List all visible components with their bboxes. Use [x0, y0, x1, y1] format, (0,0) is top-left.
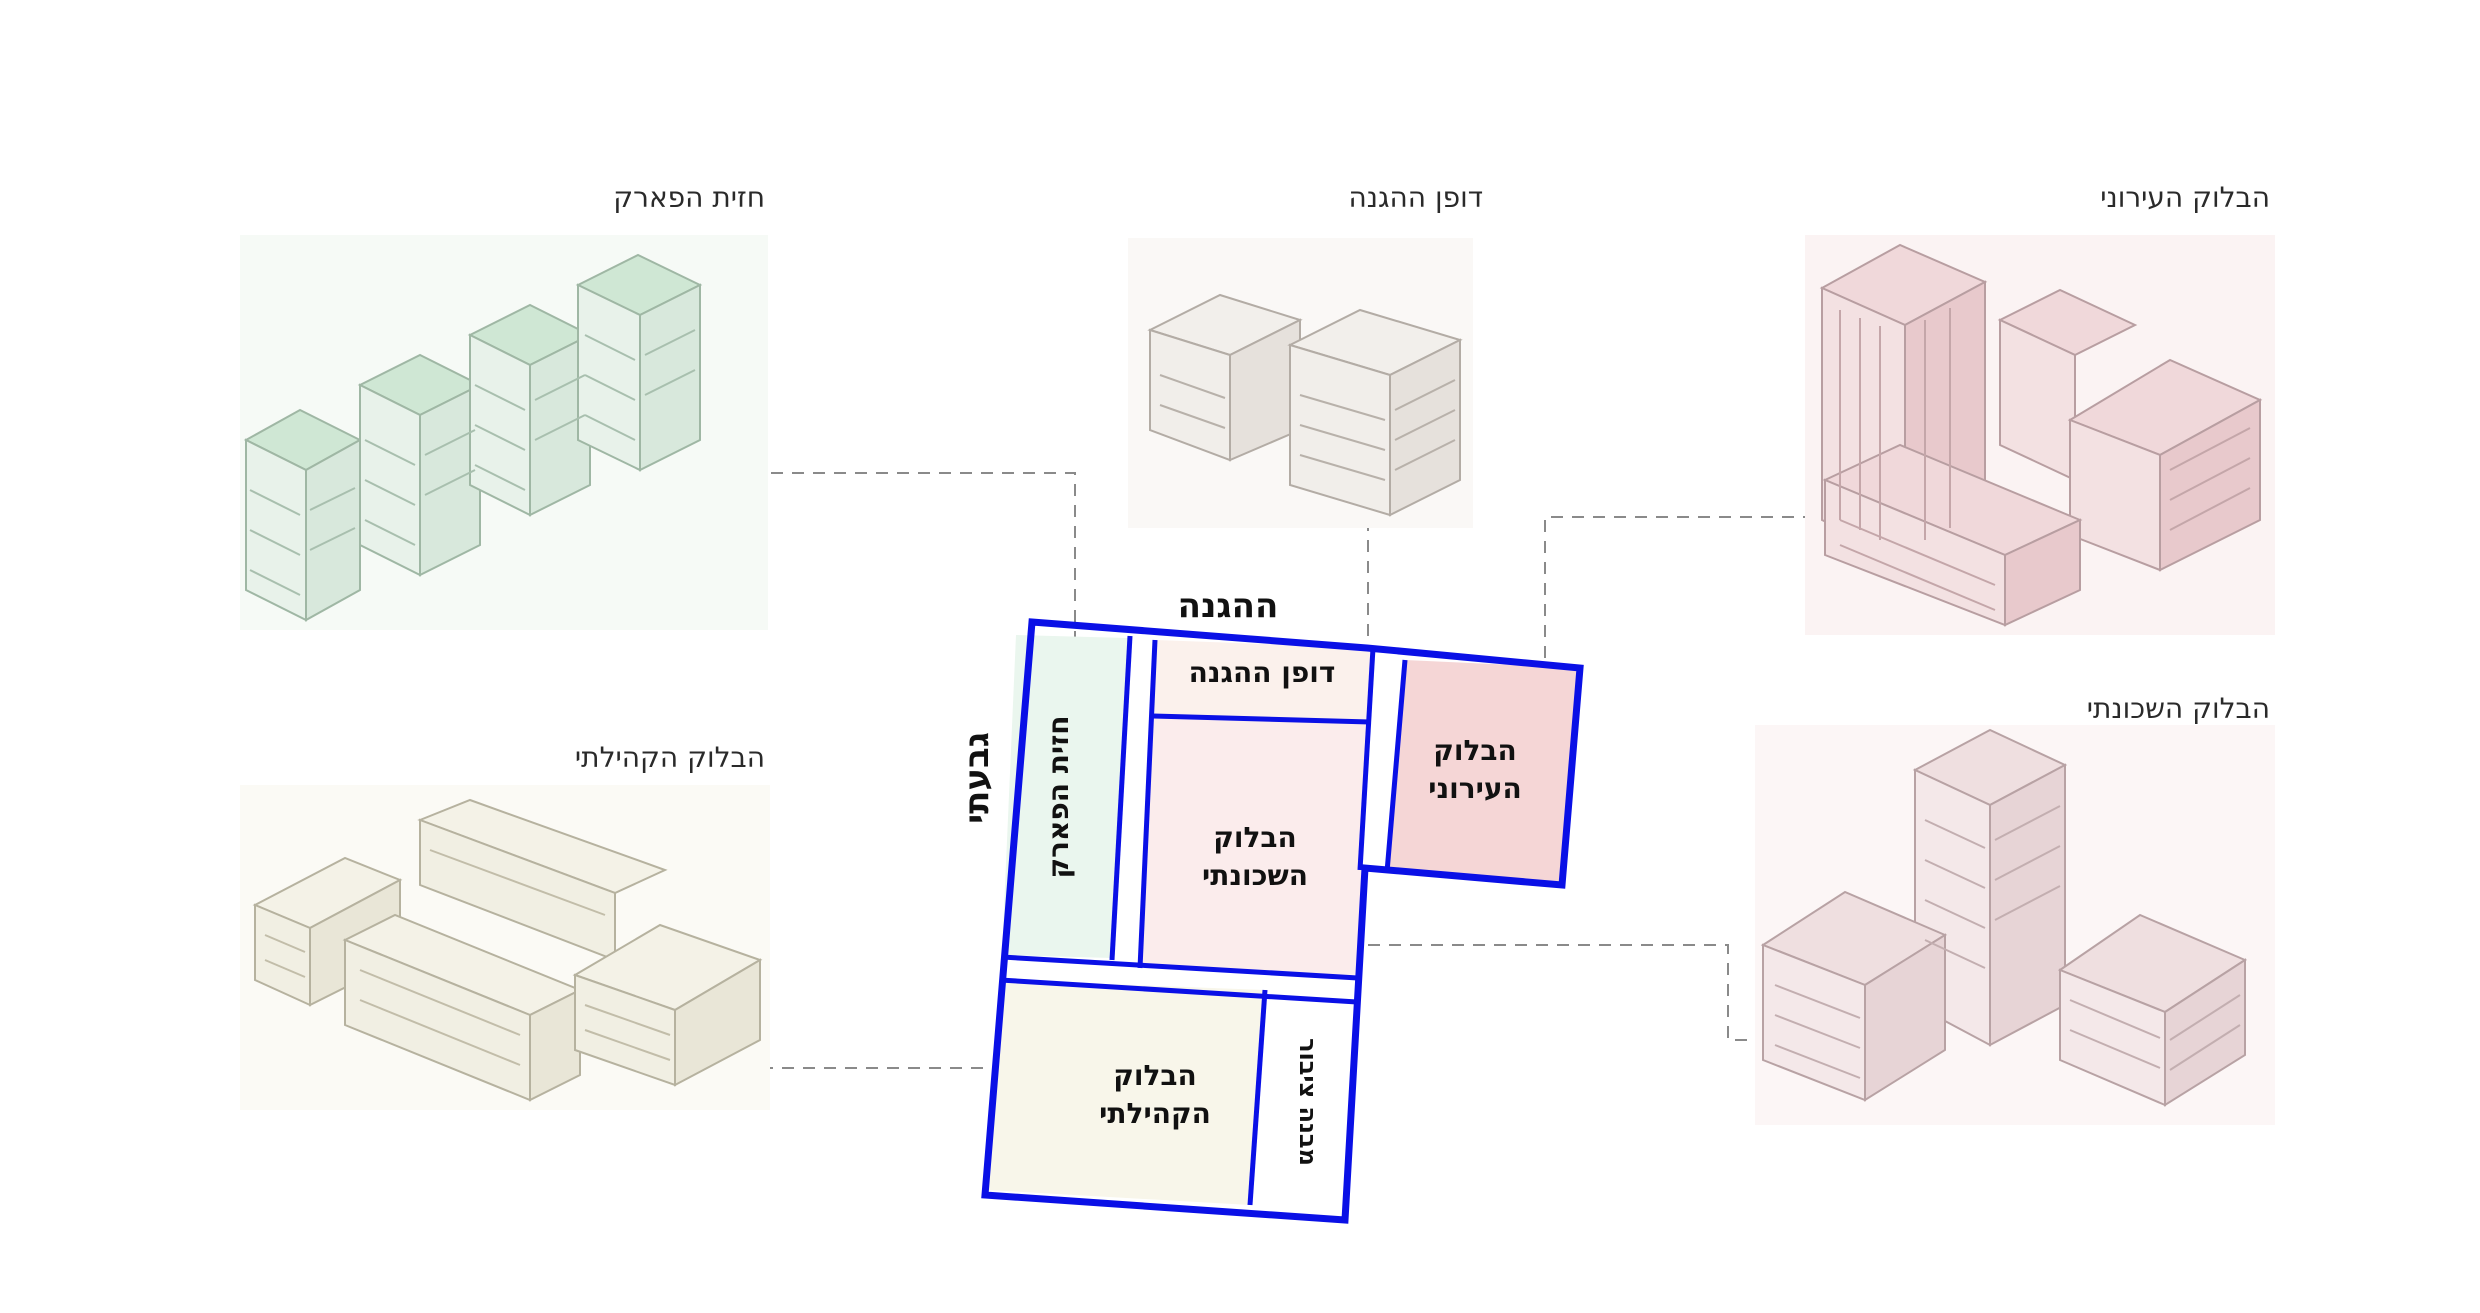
urban-mid — [1997, 288, 2138, 482]
connector-neighborhood-block — [1305, 944, 1800, 1041]
haganah-block-1 — [1147, 293, 1303, 462]
park-tower-4 — [575, 253, 703, 472]
building-haganah-edge — [1128, 238, 1473, 528]
caption-community-block: הבלוק הקהילתי — [575, 741, 765, 774]
haganah-block-2 — [1287, 308, 1463, 517]
zone-public-building — [1250, 990, 1355, 1213]
caption-urban-block: הבלוק העירוני — [2100, 181, 2270, 214]
zone-community-block — [987, 980, 1265, 1205]
caption-neighborhood-block: הבלוק השכונתי — [2087, 692, 2270, 725]
building-community-block — [240, 785, 770, 1110]
plan-label-park-front: חזית הפארק — [1042, 715, 1075, 878]
connector-park-front — [645, 472, 1076, 640]
zone-neighborhood-block — [1140, 716, 1370, 975]
plan-label-community-line1: הבלוק — [1113, 1059, 1196, 1092]
community-wing-right — [572, 923, 763, 1087]
zone-haganah-edge — [1153, 640, 1373, 722]
haganah-edge-windows — [1159, 374, 1456, 481]
park-front-balconies — [249, 329, 696, 596]
park-tower-2 — [357, 353, 483, 577]
community-block-windows — [264, 849, 671, 1066]
site-outline — [981, 618, 1584, 1224]
plan-label-urban-line2: העירוני — [1428, 772, 1522, 805]
urban-right — [2067, 358, 2263, 572]
zone-urban-block — [1387, 660, 1580, 883]
zone-park-front — [1002, 635, 1128, 958]
site-internal-lines — [999, 635, 1408, 1206]
plan-label-community-line2: הקהילתי — [1099, 1097, 1211, 1130]
caption-park-front: חזית הפארק — [613, 181, 765, 214]
plan-label-public-building: מבנה ציבור — [1294, 1038, 1322, 1166]
urban-block-facade-lines — [1839, 308, 2251, 611]
plan-label-urban-line1: הבלוק — [1433, 734, 1516, 767]
building-park-front — [240, 235, 768, 630]
neighborhood-block-windows — [1774, 805, 2241, 1079]
building-neighborhood-block — [1755, 725, 2275, 1125]
plan-label-neighborhood-line2: השכונתי — [1202, 859, 1308, 892]
street-left-label: גבעתי — [957, 732, 997, 824]
park-tower-1 — [243, 408, 363, 622]
neighborhood-right — [2057, 913, 2248, 1107]
community-wing-front — [342, 913, 583, 1102]
street-top-label: ההגנה — [1178, 586, 1279, 626]
plan-label-haganah-edge: דופן ההגנה — [1189, 656, 1336, 689]
plan-label-neighborhood-line1: הבלוק — [1213, 821, 1296, 854]
park-tower-3 — [467, 303, 593, 517]
neighborhood-left — [1760, 890, 1948, 1102]
site-plan — [981, 618, 1584, 1224]
connector-urban-block — [1544, 516, 1830, 700]
building-urban-block — [1805, 235, 2275, 635]
caption-haganah-edge: דופן ההגנה — [1348, 181, 1483, 214]
